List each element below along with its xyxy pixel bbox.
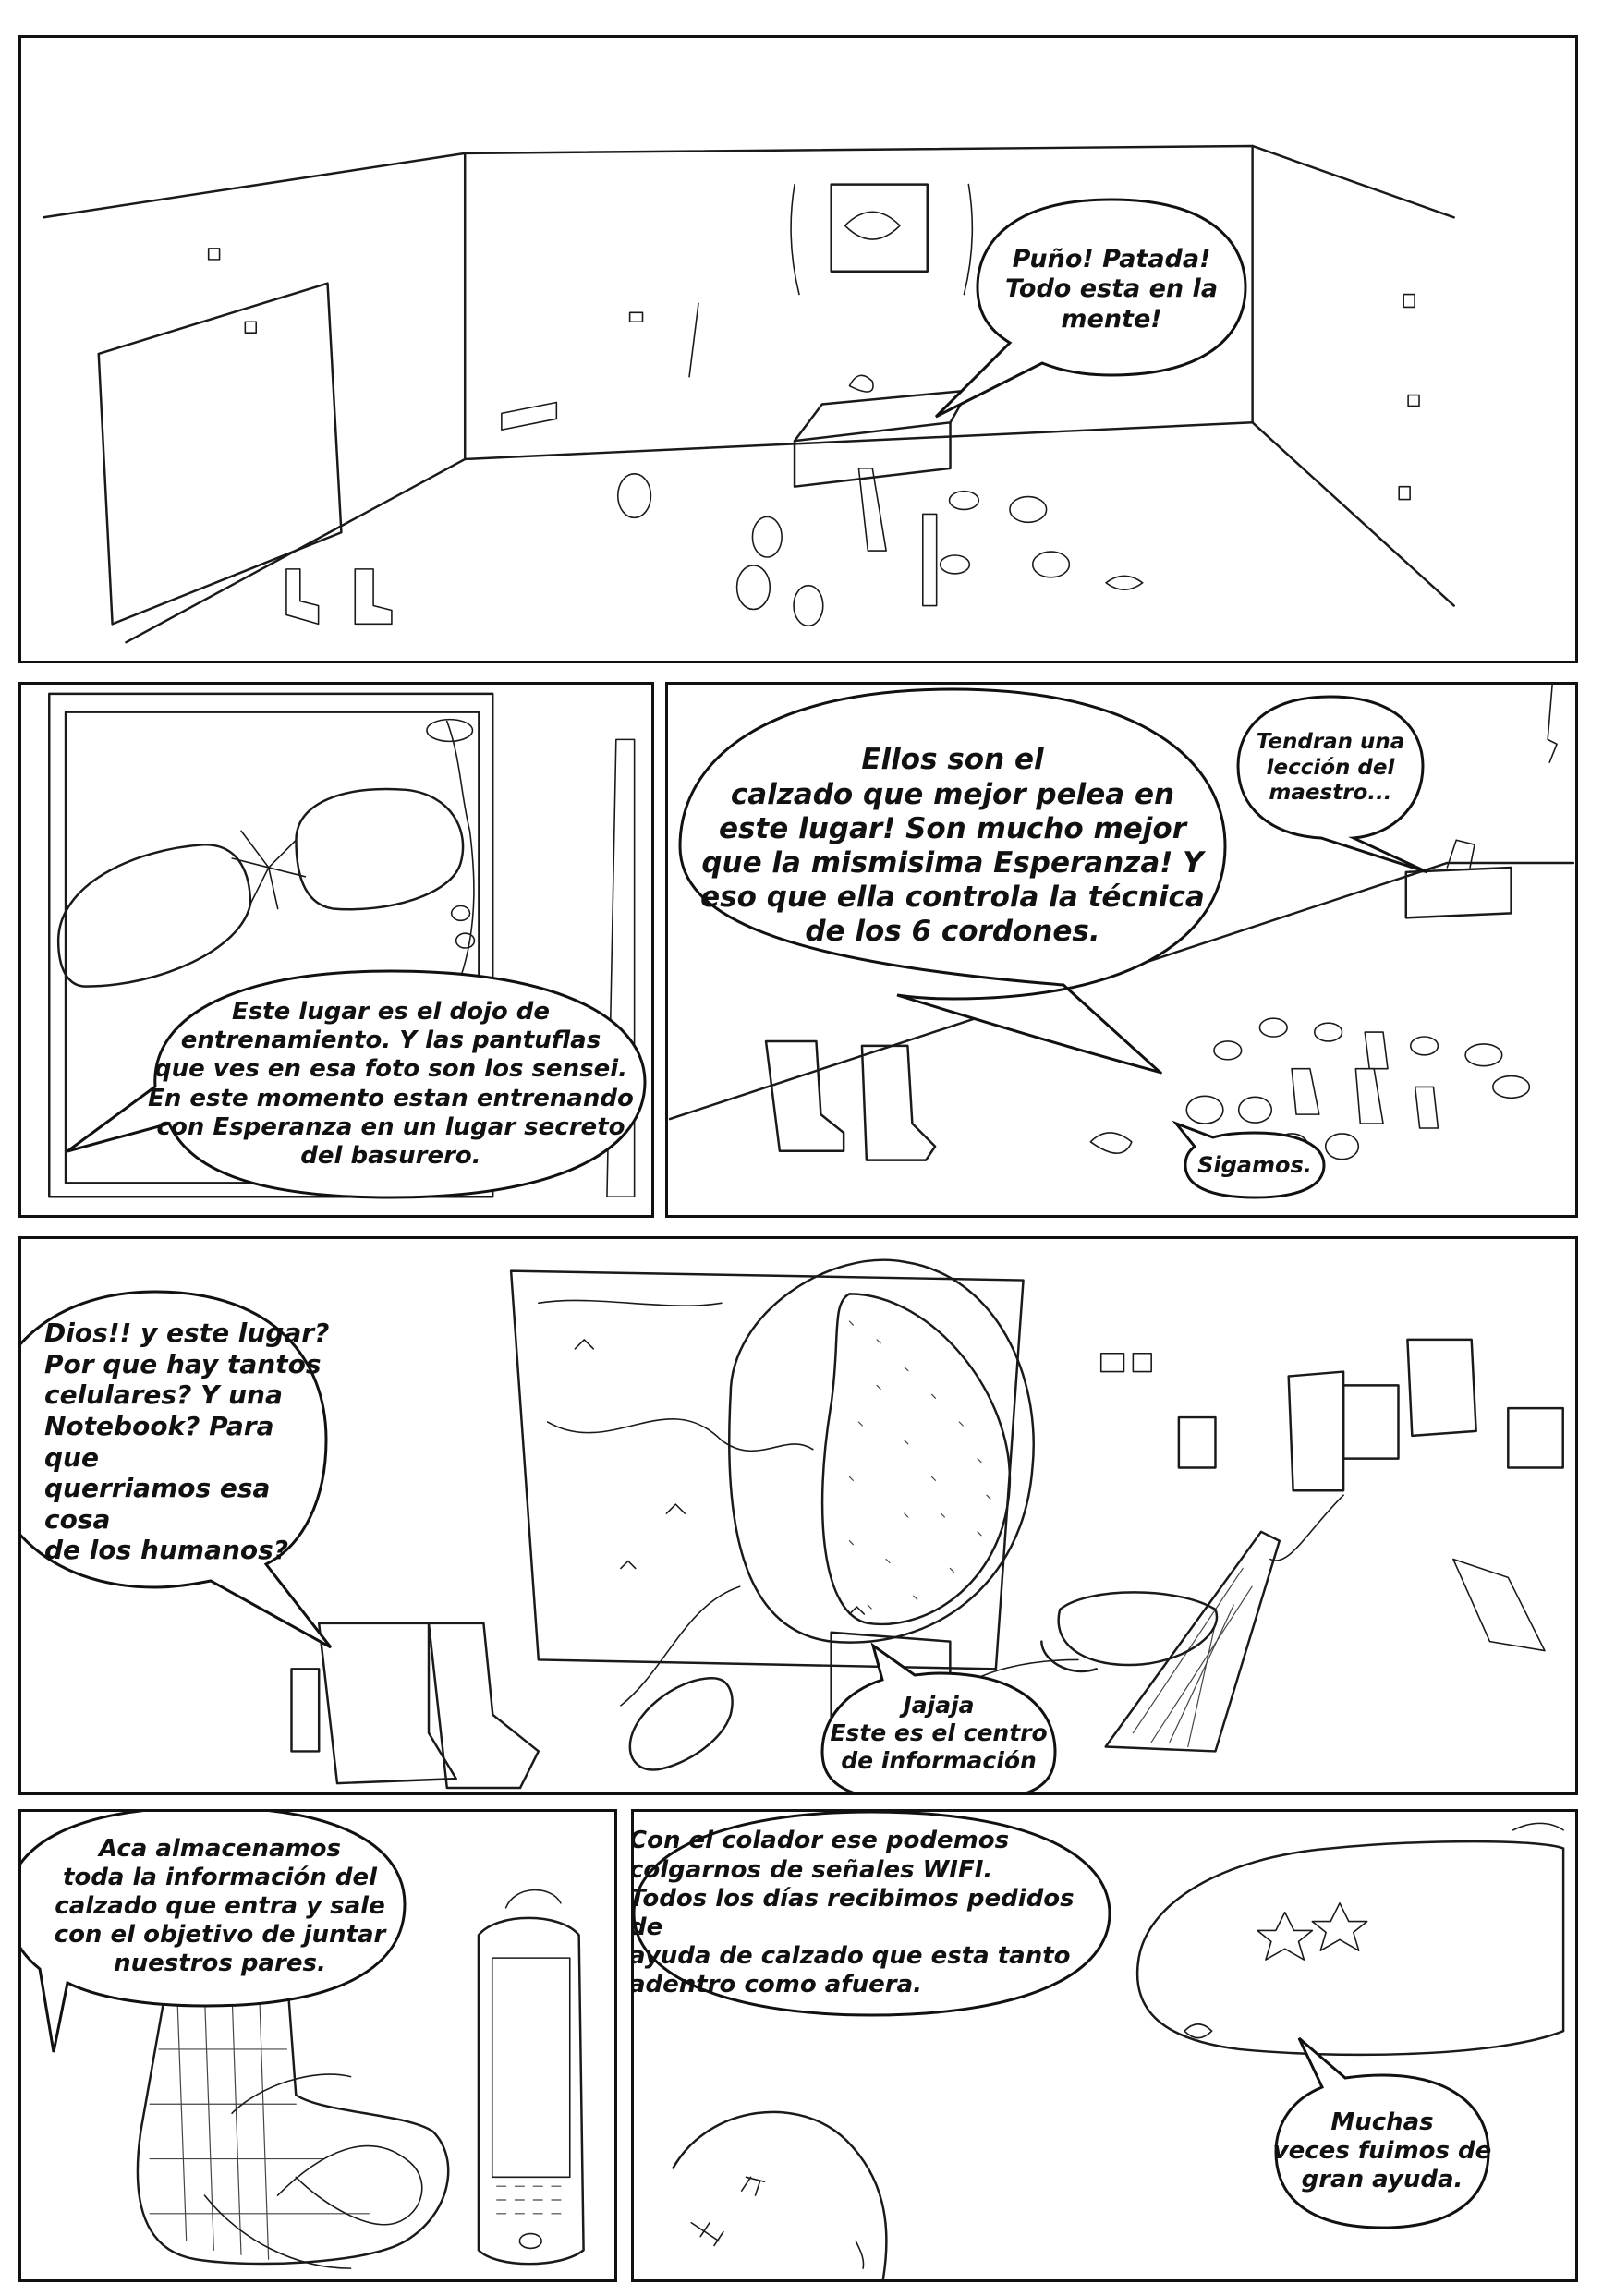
speech-bubble-puno-patada: Puño! Patada! Todo esta en la mente! bbox=[934, 195, 1250, 419]
speech-bubble-muchas-veces: Muchas veces fuimos de gran ayuda. bbox=[1271, 2036, 1493, 2232]
speech-bubble-jajaja: Jajaja Este es el centro de información bbox=[818, 1642, 1060, 1792]
information-center-drawing bbox=[290, 1258, 1564, 1790]
panel-information-center: Dios!! y este lugar? Por que hay tantos … bbox=[18, 1236, 1578, 1795]
speech-text: Dios!! y este lugar? Por que hay tantos … bbox=[44, 1318, 330, 1566]
speech-text: Con el colador ese podemos colgarnos de … bbox=[631, 1827, 1075, 1999]
speech-text: Aca almacenamos toda la información del … bbox=[54, 1834, 386, 1978]
speech-text: Jajaja Este es el centro de información bbox=[830, 1692, 1048, 1774]
fighting-shoes-drawing bbox=[668, 685, 1575, 1161]
speech-bubble-sigamos: Sigamos. bbox=[1172, 1120, 1329, 1202]
speech-text: Tendran una lección del maestro... bbox=[1256, 730, 1405, 806]
speech-text: Este lugar es el dojo de entrenamiento. … bbox=[148, 997, 634, 1170]
sensei-slippers-photo-drawing bbox=[48, 692, 636, 1198]
panel-dojo-photo: Este lugar es el dojo de entrenamiento. … bbox=[18, 682, 654, 1218]
data-storage-drawing bbox=[136, 1889, 585, 2269]
speech-bubble-why-phones: Dios!! y este lugar? Por que hay tantos … bbox=[21, 1287, 333, 1649]
speech-bubble-dojo: Este lugar es el dojo de entrenamiento. … bbox=[67, 966, 650, 1202]
speech-bubble-best-fighters: Ellos son el calzado que mejor pelea en … bbox=[675, 685, 1230, 1075]
speech-text: Ellos son el calzado que mejor pelea en … bbox=[700, 743, 1205, 949]
speech-bubble-teacher-lesson: Tendran una lección del maestro... bbox=[1233, 692, 1428, 874]
speech-text: Puño! Patada! Todo esta en la mente! bbox=[1004, 244, 1219, 334]
speech-bubble-wifi: Con el colador ese podemos colgarnos de … bbox=[631, 1812, 1114, 2020]
speech-text: Muchas veces fuimos de gran ayuda. bbox=[1272, 2108, 1492, 2194]
panel-fighting-shoes: Ellos son el calzado que mejor pelea en … bbox=[665, 682, 1578, 1218]
speech-text: Sigamos. bbox=[1197, 1151, 1312, 1178]
panel-data-storage: Aca almacenamos toda la información del … bbox=[18, 1809, 617, 2282]
panel-wifi-help: Con el colador ese podemos colgarnos de … bbox=[631, 1809, 1578, 2282]
speech-bubble-data-storage: Aca almacenamos toda la información del … bbox=[21, 1812, 409, 2053]
panel-dojo-room: Puño! Patada! Todo esta en la mente! bbox=[18, 35, 1578, 663]
wifi-help-drawing bbox=[672, 1822, 1565, 2279]
dojo-room-drawing bbox=[43, 144, 1455, 644]
